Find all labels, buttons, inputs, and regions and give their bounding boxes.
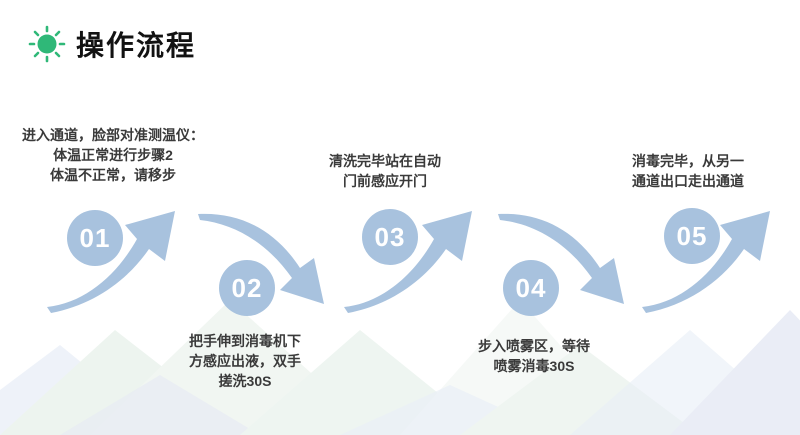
flow-arrow-up-1 — [47, 211, 175, 313]
step-circle-02: 02 — [219, 260, 275, 316]
flow-arrow-down-4 — [498, 213, 624, 304]
step-text-line: 清洗完毕站在自动 — [329, 153, 441, 169]
step-text-line: 进入通道，脸部对准测温仪： — [22, 127, 204, 143]
step-text-line: 体温正常进行步骤2 — [53, 147, 173, 163]
step-number: 04 — [515, 272, 547, 303]
step-text-line: 通道出口走出通道 — [632, 173, 744, 189]
step-text-3: 清洗完毕站在自动 门前感应开门 — [270, 151, 500, 191]
step-text-line: 喷雾消毒30S — [493, 358, 575, 374]
step-text-line: 门前感应开门 — [343, 173, 427, 189]
flow-arrow-down-2 — [198, 213, 324, 304]
slide-header: 操作流程 — [28, 24, 196, 64]
step-text-4: 步入喷雾区，等待 喷雾消毒30S — [419, 336, 649, 376]
step-text-line: 方感应出液，双手 — [189, 353, 301, 369]
step-circle-03: 03 — [362, 209, 418, 265]
step-text-1: 进入通道，脸部对准测温仪： 体温正常进行步骤2 体温不正常，请移步 — [0, 125, 228, 185]
step-number: 05 — [676, 220, 708, 251]
flow-arrow-up-5 — [642, 211, 770, 313]
step-number: 01 — [79, 222, 111, 253]
step-text-line: 步入喷雾区，等待 — [478, 338, 590, 354]
step-text-line: 体温不正常，请移步 — [50, 167, 176, 183]
flow-arrow-up-3 — [344, 211, 472, 313]
step-circle-04: 04 — [503, 260, 559, 316]
step-circle-05: 05 — [664, 208, 720, 264]
step-text-5: 消毒完毕，从另一 通道出口走出通道 — [573, 151, 800, 191]
sun-icon — [28, 25, 66, 63]
step-text-line: 消毒完毕，从另一 — [632, 153, 744, 169]
step-text-line: 把手伸到消毒机下 — [189, 333, 301, 349]
step-text-line: 搓洗30S — [218, 373, 272, 389]
step-number: 02 — [231, 272, 263, 303]
page-title: 操作流程 — [76, 30, 197, 61]
step-number: 03 — [374, 221, 406, 252]
step-text-2: 把手伸到消毒机下 方感应出液，双手 搓洗30S — [130, 331, 360, 391]
step-circle-01: 01 — [67, 210, 123, 266]
